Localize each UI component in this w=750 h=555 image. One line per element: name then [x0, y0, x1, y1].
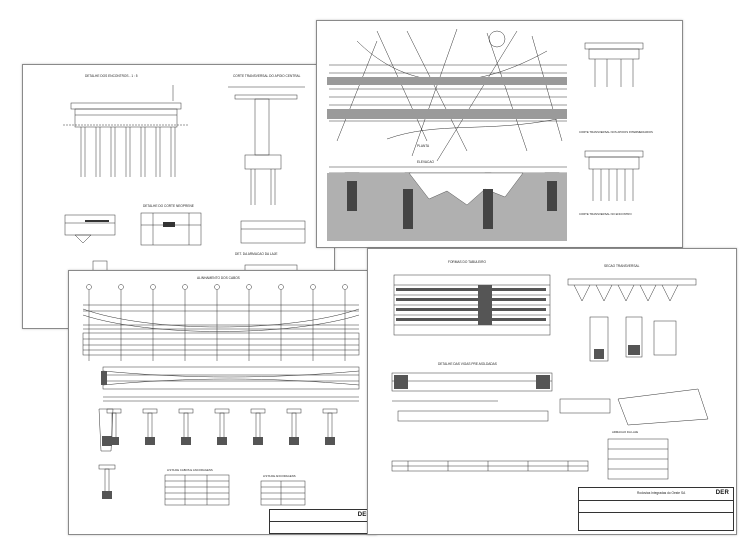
sheet-right-title-3: DETALHE DAS VIGAS PRE-MOLDADAS: [438, 362, 497, 366]
title-block-logo: DER: [357, 512, 371, 518]
sheet-top-title-1: PLANTA: [417, 144, 430, 148]
drawing-sheet-middle: ALINHAMENTO DOS CABOS LISTA DE CABOS E A…: [68, 270, 377, 535]
sheet-top-title-4: CORTE TRANSVERSAL NO ENCONTRO: [579, 212, 632, 216]
sheet-top-title-2: ELEVACAO: [417, 160, 434, 164]
title-block-brand: Rodovias Integradas do Oeste SA: [637, 491, 686, 495]
sheet-left-title-4: DET. DA ARMACAO DA LAJE: [235, 252, 278, 256]
sheet-left-title-2: CORTE TRANSVERSAL DO APOIO CENTRAL: [233, 74, 301, 78]
sheet-middle-title-3: LISTA DE ANCORAGENS: [263, 474, 296, 478]
sheet-middle-title-1: ALINHAMENTO DOS CABOS: [197, 276, 240, 280]
title-block-rule: [579, 500, 733, 501]
sheet-right-title-2: SECAO TRANSVERSAL: [604, 264, 640, 268]
sheet-middle-title-2: LISTA DE CABOS E ANCORAGENS: [167, 468, 213, 472]
sheet-top-title-3: CORTE TRANSVERSAL NOS APOIOS INTERMEDIAR…: [579, 130, 653, 134]
sheet-middle-linework: [82, 284, 360, 506]
sheet-left-title-1: DETALHE DOS ENCONTROS - 1 : 5: [85, 74, 138, 78]
sheet-right-linework: [391, 274, 709, 480]
title-block-rule: [270, 521, 375, 522]
sheet-middle-title-block: DER: [269, 509, 376, 534]
drawing-sheet-top: PLANTA ELEVACAO CORTE TRANSVERSAL NOS AP…: [316, 20, 683, 248]
title-block-logo: DER: [715, 490, 729, 496]
sheet-right-title-1: FORMAS DO TABULEIRO: [448, 260, 486, 264]
sheet-left-linework: [63, 85, 306, 278]
title-block-rule-2: [579, 512, 733, 513]
sheet-right-title-block: DER Rodovias Integradas do Oeste SA: [578, 487, 734, 531]
sheet-left-title-3: DETALHE DO CORTE NEOPRENE: [143, 204, 194, 208]
sheet-right-title-4: ARMACAO DA LAJE: [612, 430, 639, 434]
sheet-top-linework: [327, 28, 644, 241]
drawing-sheet-right: FORMAS DO TABULEIRO SECAO TRANSVERSAL DE…: [367, 248, 737, 535]
